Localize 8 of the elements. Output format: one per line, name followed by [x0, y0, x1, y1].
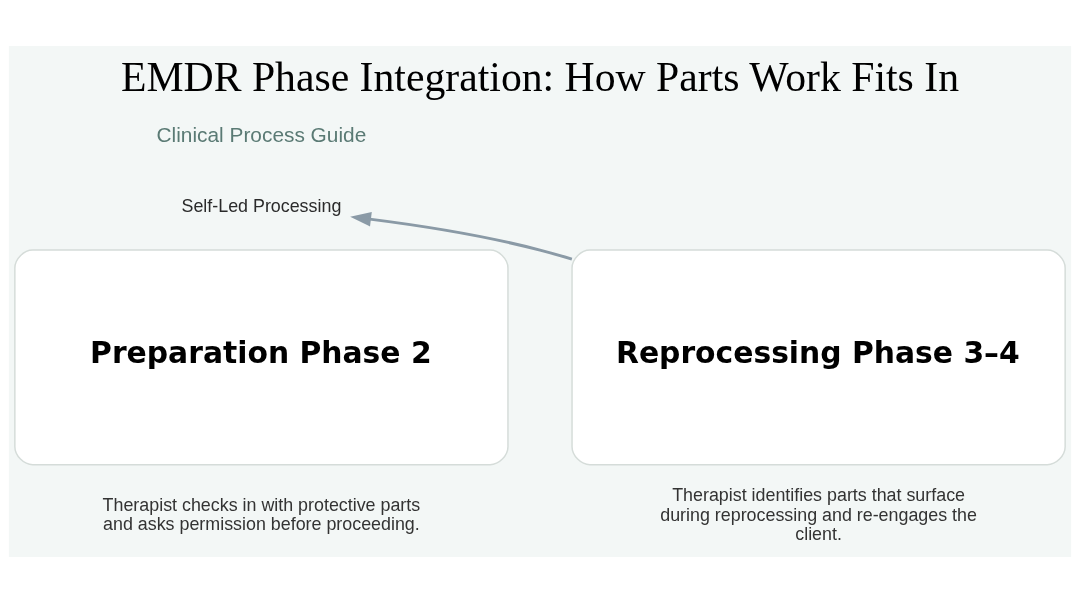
diagram-title: EMDR Phase Integration: How Parts Work Fits In — [121, 54, 959, 101]
node-text: Self-Led Processing — [181, 195, 342, 216]
node-box: Preparation Phase 2 — [14, 249, 509, 466]
node-label: Therapist identifies parts that surface during reprocessing and re-engages the client. — [660, 485, 977, 545]
arrow — [350, 212, 573, 261]
node-box: Reprocessing Phase 3–4 — [571, 249, 1066, 466]
node-label: Therapist checks in with protective parts and asks permission before proceeding. — [102, 494, 421, 535]
label: Clinical Process Guide — [156, 123, 367, 147]
